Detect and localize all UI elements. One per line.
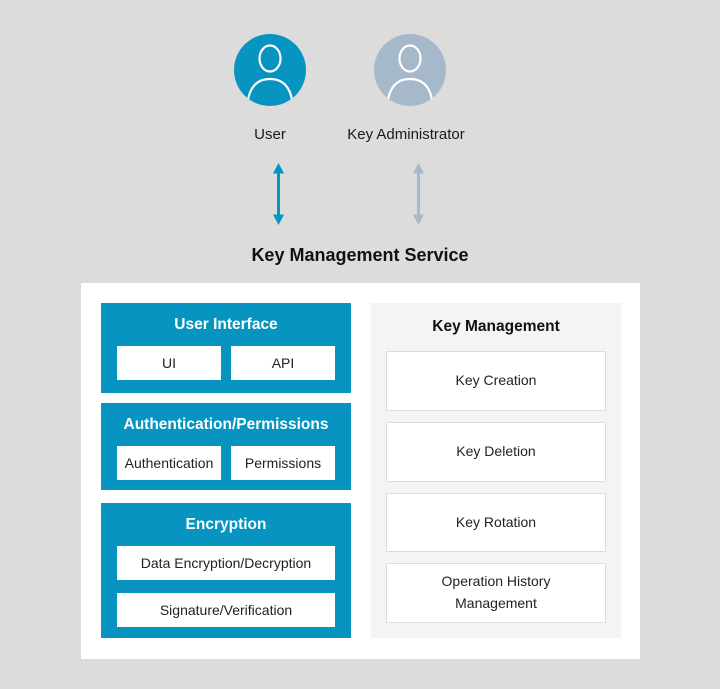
item-key-rotation: Key Rotation bbox=[386, 492, 606, 553]
item-operation-history-management: Operation History Management bbox=[386, 563, 606, 623]
item-authentication: Authentication bbox=[117, 446, 221, 480]
key-management-service-container: User Interface UI API Authentication/Per… bbox=[81, 283, 640, 659]
section-title: Encryption bbox=[185, 516, 267, 533]
item-signature-verification: Signature/Verification bbox=[117, 593, 335, 627]
page-title: Key Management Service bbox=[251, 245, 469, 265]
section-authentication-permissions: Authentication/Permissions Authenticatio… bbox=[101, 403, 351, 490]
user-avatar-icon bbox=[234, 34, 306, 106]
key-administrator-avatar-icon bbox=[374, 34, 446, 106]
key-management-items: Key Creation Key Deletion Key Rotation O… bbox=[386, 351, 606, 623]
item-permissions: Permissions bbox=[231, 446, 335, 480]
section-title: Authentication/Permissions bbox=[123, 416, 329, 433]
key-administrator-double-arrow-icon bbox=[411, 162, 426, 226]
section-key-management: Key Management Key Creation Key Deletion… bbox=[371, 303, 621, 638]
section-title: Key Management bbox=[432, 318, 560, 335]
item-api: API bbox=[231, 346, 335, 380]
item-key-deletion: Key Deletion bbox=[386, 421, 606, 482]
item-key-creation: Key Creation bbox=[386, 351, 606, 411]
user-double-arrow-icon bbox=[271, 162, 286, 226]
section-title: User Interface bbox=[174, 316, 278, 333]
section-encryption: Encryption Data Encryption/Decryption Si… bbox=[101, 503, 351, 638]
user-label: User bbox=[254, 126, 286, 143]
item-ui: UI bbox=[117, 346, 221, 380]
item-data-encryption-decryption: Data Encryption/Decryption bbox=[117, 546, 335, 580]
key-administrator-label: Key Administrator bbox=[347, 126, 465, 143]
section-user-interface: User Interface UI API bbox=[101, 303, 351, 393]
